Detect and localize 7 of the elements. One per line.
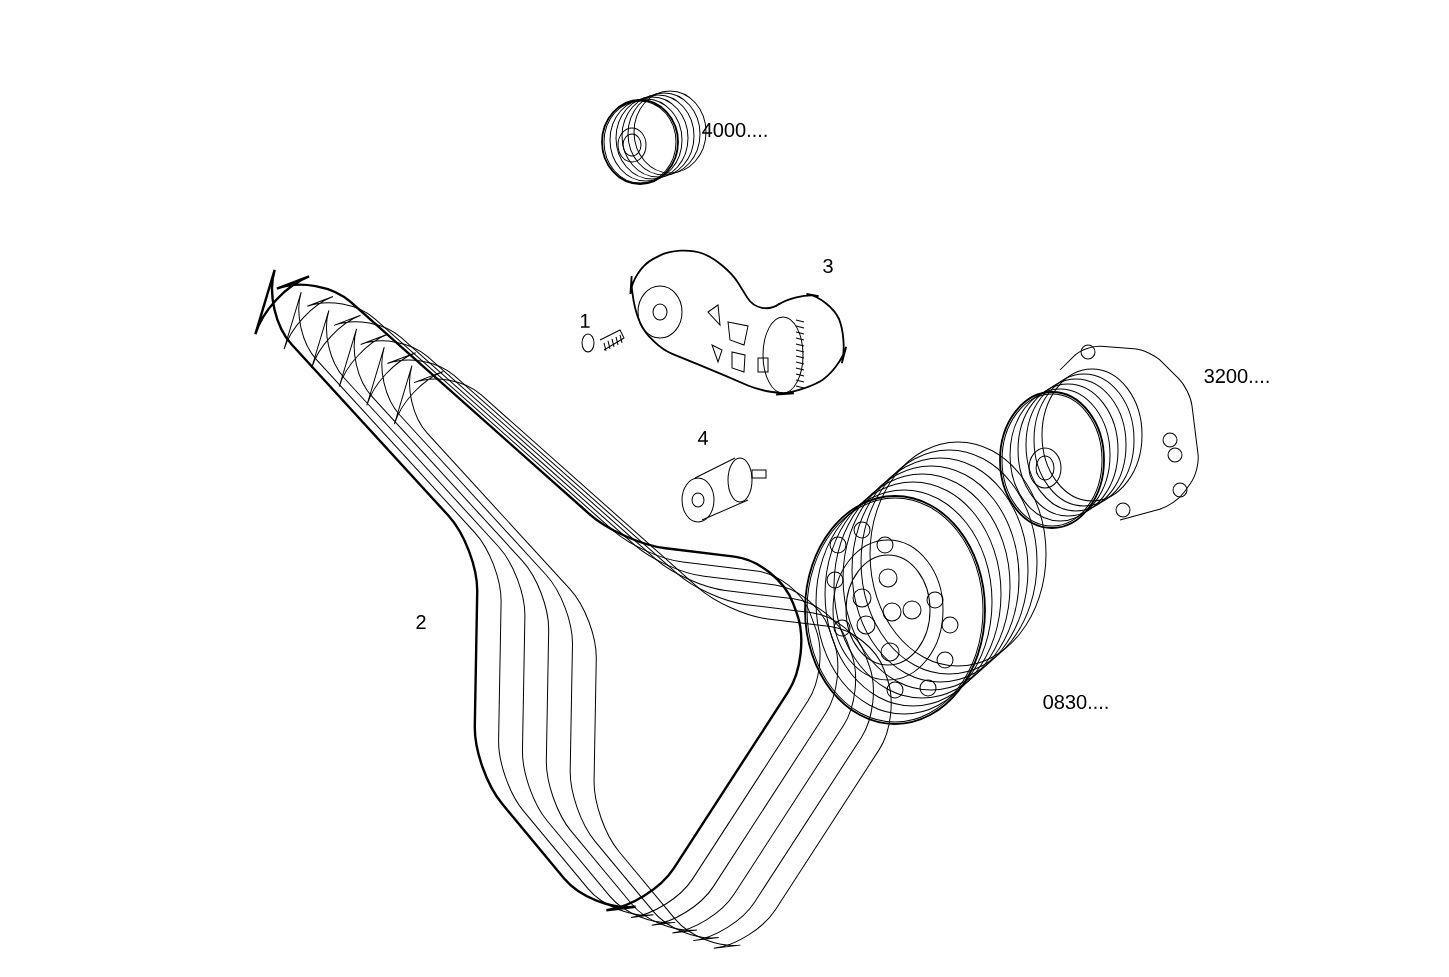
callout-number: 3200....	[1204, 368, 1269, 384]
callout-number: 0830....	[1043, 694, 1108, 710]
callout-number: 2	[416, 615, 426, 629]
callout-number: 4000....	[702, 122, 767, 138]
callout-number: 4	[697, 431, 708, 445]
callout-number: 1	[581, 314, 590, 328]
callout-number: 3	[823, 258, 833, 274]
